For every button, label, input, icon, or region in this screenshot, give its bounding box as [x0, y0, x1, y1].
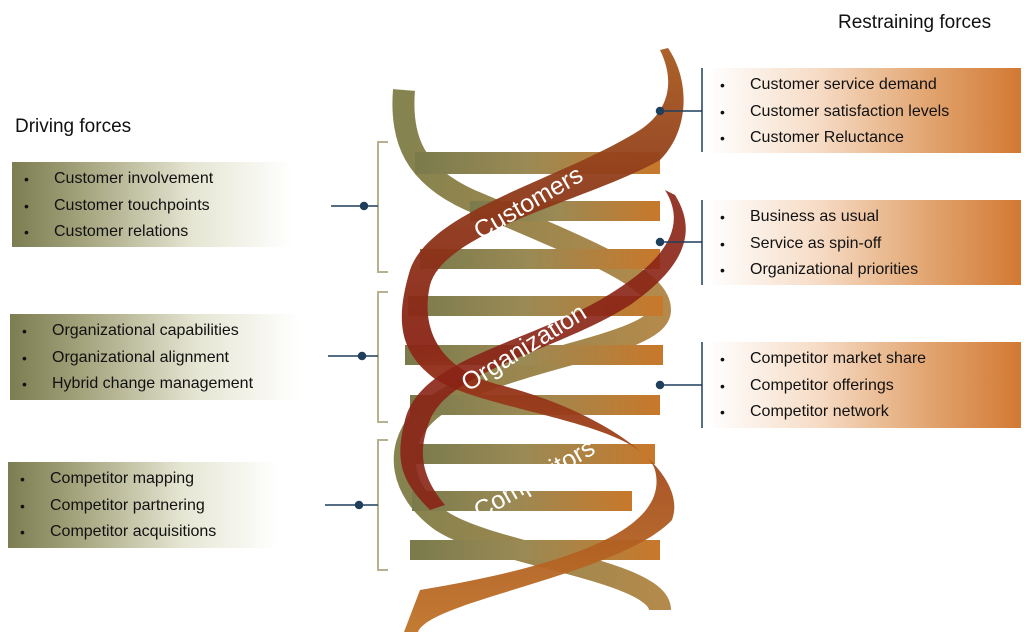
driving-forces-customers-box: Customer involvement Customer touchpoint…: [12, 162, 292, 247]
left-connectors: [325, 201, 378, 510]
list-item: Customer relations: [24, 219, 284, 246]
list-item: Customer service demand: [720, 72, 1013, 99]
restraining-forces-heading: Restraining forces: [838, 12, 992, 33]
list-item: Organizational alignment: [22, 345, 292, 372]
right-connectors: [655, 68, 703, 428]
list-item: Service as spin-off: [720, 231, 1013, 258]
restraining-forces-competitors-box: Competitor market share Competitor offer…: [708, 342, 1021, 428]
list-item: Customer Reluctance: [720, 125, 1013, 152]
list-item: Hybrid change management: [22, 371, 292, 398]
list-item: Competitor acquisitions: [20, 519, 270, 546]
restraining-forces-organization-box: Business as usual Service as spin-off Or…: [708, 200, 1021, 285]
list-item: Organizational priorities: [720, 257, 1013, 284]
list-item: Competitor network: [720, 399, 1013, 426]
driving-forces-heading: Driving forces: [15, 116, 132, 137]
driving-forces-organization-box: Organizational capabilities Organization…: [10, 314, 300, 400]
list-item: Competitor offerings: [720, 373, 1013, 400]
list-item: Competitor market share: [720, 346, 1013, 373]
list-item: Competitor mapping: [20, 466, 270, 493]
left-brackets: [377, 141, 388, 571]
list-item: Competitor partnering: [20, 493, 270, 520]
list-item: Customer touchpoints: [24, 193, 284, 220]
driving-forces-competitors-box: Competitor mapping Competitor partnering…: [8, 462, 278, 548]
list-item: Customer involvement: [24, 166, 284, 193]
list-item: Customer satisfaction levels: [720, 99, 1013, 126]
list-item: Organizational capabilities: [22, 318, 292, 345]
restraining-forces-customers-box: Customer service demand Customer satisfa…: [708, 68, 1021, 153]
list-item: Business as usual: [720, 204, 1013, 231]
